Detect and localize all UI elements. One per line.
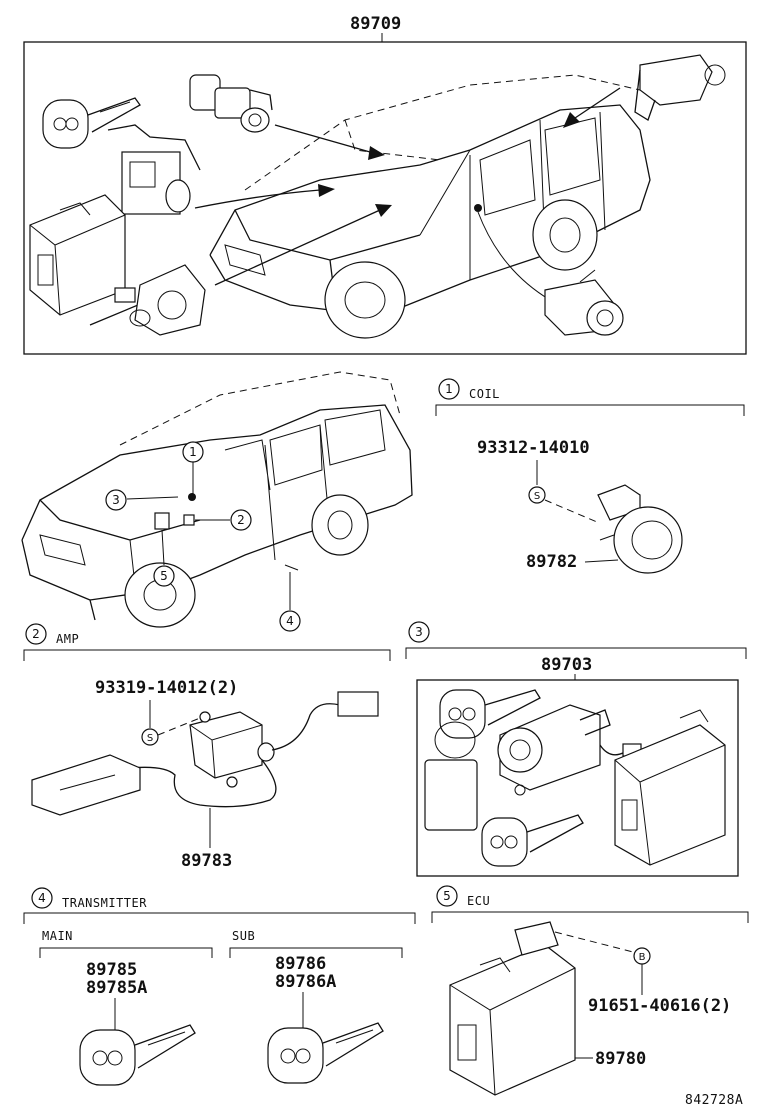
coil-part: 89782 — [526, 552, 577, 572]
amp-number: 2 — [32, 627, 40, 641]
ecu-bolt-code: B — [639, 952, 646, 963]
top-part-number: 89709 — [350, 14, 401, 34]
top-key-icon — [42, 97, 141, 149]
transmitter-sub-bracket — [229, 947, 403, 958]
coil-number: 1 — [445, 382, 453, 396]
callout-1: 1 — [189, 445, 197, 459]
callout-4: 4 — [286, 614, 294, 628]
top-door-lock-cylinder-icon — [189, 74, 273, 133]
coil-icon — [597, 484, 683, 574]
kit-part: 89703 — [541, 655, 592, 675]
transmitter-main-part-1: 89785 — [86, 960, 137, 980]
transmitter-sub-part-1: 89786 — [275, 954, 326, 974]
amp-bolt-code: S — [147, 733, 153, 744]
kit-contents-icon — [424, 689, 726, 867]
transmitter-number: 4 — [38, 891, 46, 905]
ecu-title: ECU — [467, 894, 490, 908]
callout-3: 3 — [112, 493, 120, 507]
location-vehicle-illustration — [21, 371, 413, 628]
top-ecu-icon — [29, 194, 126, 316]
amp-title: AMP — [56, 632, 79, 646]
top-amp-module-icon — [107, 124, 201, 215]
transmitter-sub-part-2: 89786A — [275, 972, 336, 992]
amp-bolt-part: 93319-14012(2) — [95, 678, 238, 698]
amp-part: 89783 — [181, 851, 232, 871]
ecu-bolt-part: 91651-40616(2) — [588, 996, 731, 1016]
amp-bracket — [23, 649, 391, 661]
transmitter-main-bracket — [39, 947, 213, 958]
diagram-code: 842728A — [685, 1093, 743, 1108]
top-tailgate-lock-icon — [544, 269, 624, 336]
top-arrows — [194, 87, 621, 301]
callout-1-circle — [182, 441, 204, 463]
location-callouts: 1 2 3 4 5 — [105, 441, 301, 632]
ecu-part: 89780 — [595, 1049, 646, 1069]
transmitter-main-title: MAIN — [42, 929, 73, 943]
transmitter-main-key-icon — [79, 1024, 196, 1086]
coil-bracket — [435, 404, 745, 416]
ecu-number: 5 — [443, 889, 451, 903]
transmitter-bracket — [23, 912, 416, 924]
top-ignition-lock-icon — [89, 264, 206, 336]
coil-bolt-code: S — [534, 491, 540, 502]
callout-2: 2 — [237, 513, 245, 527]
amp-icon — [31, 691, 379, 816]
ecu-bracket — [431, 911, 749, 923]
transmitter-sub-key-icon — [267, 1022, 384, 1084]
kit-number: 3 — [415, 625, 423, 639]
callout-5: 5 — [160, 569, 168, 583]
transmitter-sub-title: SUB — [232, 929, 255, 943]
top-frame — [23, 41, 747, 355]
kit-frame — [416, 679, 739, 877]
ecu-icon — [449, 921, 576, 1096]
coil-title: COIL — [469, 387, 500, 401]
top-rear-lock-icon — [634, 54, 726, 121]
kit-bracket — [405, 647, 747, 659]
transmitter-title: TRANSMITTER — [62, 896, 147, 910]
transmitter-main-part-2: 89785A — [86, 978, 147, 998]
coil-bolt-part: 93312-14010 — [477, 438, 590, 458]
top-vehicle-illustration — [209, 74, 651, 339]
